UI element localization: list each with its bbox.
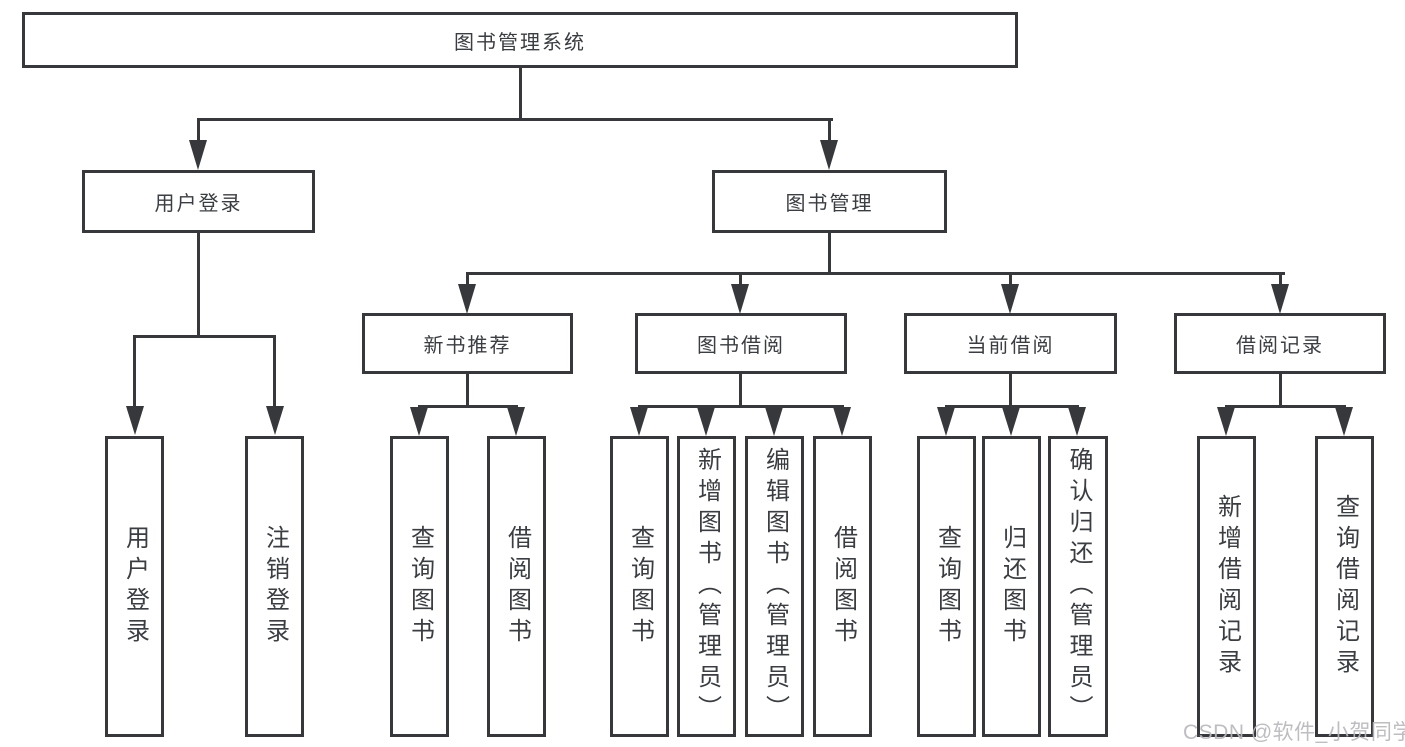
node-leaf-add-borrow-record: 新增借阅记录: [1197, 436, 1256, 737]
arrowhead-down-icon: [820, 140, 838, 170]
node-leaf-logout: 注销登录: [245, 436, 304, 737]
connector-line: [197, 232, 200, 338]
connector-line: [828, 118, 831, 146]
node-book-borrowing: 图书借阅: [635, 313, 847, 374]
arrowhead-down-icon: [1271, 284, 1289, 314]
connector-line: [739, 272, 742, 286]
connector-line: [418, 405, 518, 408]
node-label: 注销登录: [261, 524, 289, 649]
node-leaf-confirm-return-admin: 确认归还（管理员）: [1048, 436, 1108, 737]
connector-line: [466, 272, 469, 286]
node-label: 借阅记录: [1236, 335, 1324, 357]
connector-line: [197, 118, 833, 121]
node-label: 借阅图书: [503, 524, 531, 649]
node-label: 借阅图书: [829, 524, 857, 649]
node-label: 图书管理: [785, 193, 874, 215]
arrowhead-down-icon: [1068, 407, 1086, 436]
connector-line: [828, 232, 831, 274]
arrowhead-down-icon: [697, 407, 715, 436]
connector-line: [466, 272, 1285, 275]
node-leaf-query-books-3: 查询图书: [917, 436, 976, 737]
arrowhead-down-icon: [266, 406, 284, 435]
csdn-watermark: CSDN @软件_小贺同学: [1183, 721, 1405, 744]
arrowhead-down-icon: [507, 407, 525, 436]
node-user-login: 用户登录: [82, 170, 315, 233]
connector-line: [1009, 272, 1012, 286]
arrowhead-down-icon: [833, 407, 851, 436]
node-library-management-system: 图书管理系统: [22, 12, 1018, 68]
node-label: 当前借阅: [966, 335, 1055, 357]
arrowhead-down-icon: [1217, 407, 1235, 436]
connector-line: [1279, 272, 1282, 286]
node-label: 新增图书（管理员）: [693, 447, 721, 726]
node-label: 查询图书: [406, 524, 434, 649]
connector-line: [466, 373, 469, 407]
node-label: 用户登录: [121, 524, 149, 649]
node-label: 新书推荐: [423, 335, 512, 357]
connector-line: [519, 66, 522, 119]
node-leaf-edit-books-admin: 编辑图书（管理员）: [745, 436, 804, 737]
connector-line: [133, 335, 276, 338]
node-borrowing-records: 借阅记录: [1174, 313, 1386, 374]
connector-line: [133, 335, 136, 409]
arrowhead-down-icon: [1001, 284, 1019, 314]
node-label: 查询图书: [626, 524, 654, 649]
connector-line: [739, 373, 742, 407]
node-leaf-borrow-books-1: 借阅图书: [487, 436, 546, 737]
node-current-borrowing: 当前借阅: [904, 313, 1117, 374]
node-leaf-user-login: 用户登录: [105, 436, 164, 737]
node-label: 图书管理系统: [454, 31, 586, 54]
node-label: 图书借阅: [697, 335, 785, 357]
node-leaf-borrow-books-2: 借阅图书: [813, 436, 872, 737]
node-label: 编辑图书（管理员）: [761, 447, 789, 726]
arrowhead-down-icon: [189, 140, 207, 170]
node-label: 确认归还（管理员）: [1065, 447, 1092, 726]
node-label: 查询借阅记录: [1331, 493, 1359, 680]
node-label: 用户登录: [154, 193, 243, 215]
node-leaf-query-books-2: 查询图书: [610, 436, 669, 737]
node-leaf-query-books-1: 查询图书: [390, 436, 449, 737]
node-leaf-add-books-admin: 新增图书（管理员）: [677, 436, 736, 737]
arrowhead-down-icon: [765, 407, 783, 436]
node-leaf-return-books: 归还图书: [982, 436, 1041, 737]
node-label: 新增借阅记录: [1213, 493, 1241, 680]
connector-line: [1009, 373, 1012, 407]
connector-line: [1225, 405, 1346, 408]
connector-line: [638, 405, 844, 408]
arrowhead-down-icon: [458, 284, 476, 314]
node-label: 归还图书: [998, 524, 1026, 649]
arrowhead-down-icon: [410, 407, 428, 436]
arrowhead-down-icon: [630, 407, 648, 436]
arrowhead-down-icon: [1335, 407, 1353, 436]
connector-line: [197, 118, 200, 146]
connector-line: [273, 335, 276, 409]
node-label: 查询图书: [933, 524, 961, 649]
connector-line: [945, 405, 1079, 408]
node-new-book-recommend: 新书推荐: [362, 313, 573, 374]
arrowhead-down-icon: [937, 407, 955, 436]
arrowhead-down-icon: [1002, 407, 1020, 436]
connector-line: [1279, 373, 1282, 407]
arrowhead-down-icon: [731, 284, 749, 314]
node-book-management: 图书管理: [712, 170, 947, 233]
node-leaf-query-borrow-record: 查询借阅记录: [1315, 436, 1374, 737]
arrowhead-down-icon: [126, 406, 144, 435]
